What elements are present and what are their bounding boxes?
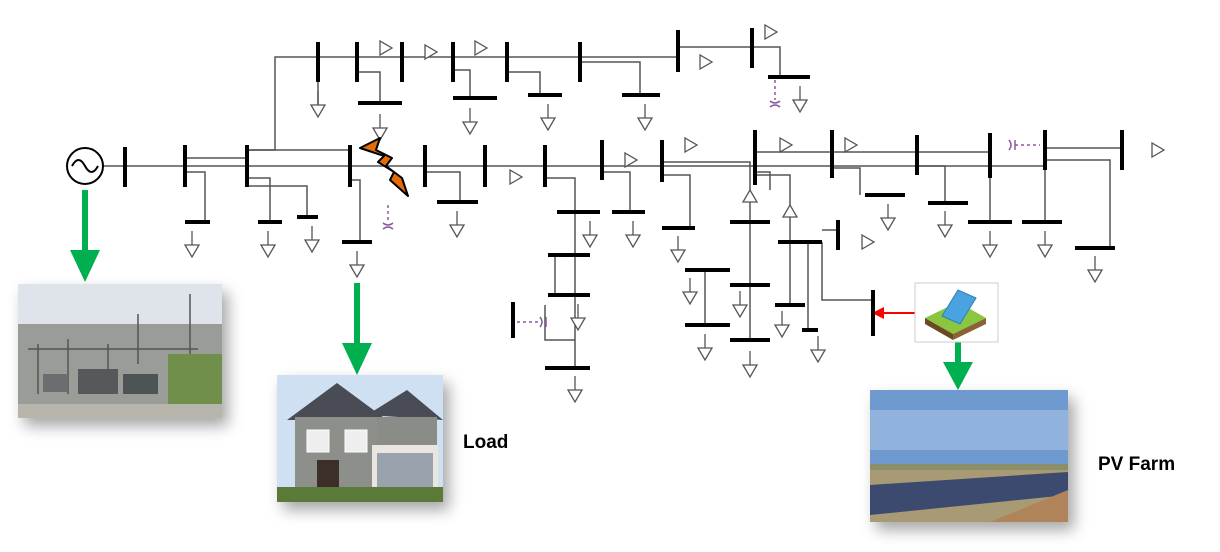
load-triangle-icon: [448, 224, 466, 239]
ac-generator-icon: [66, 147, 104, 185]
transmission-line: [832, 167, 861, 195]
load-triangle-icon: [741, 364, 759, 379]
load-triangle-icon: [474, 39, 489, 57]
transmission-line: [247, 56, 453, 151]
load-triangle-icon: [624, 151, 639, 169]
load-triangle-icon: [696, 347, 714, 362]
load-triangle-icon: [539, 117, 557, 132]
load-triangle-icon: [309, 104, 327, 119]
pv-farm-photo: [870, 390, 1068, 522]
transmission-line: [755, 171, 771, 190]
capacitor-icon: [539, 316, 547, 328]
load-label: Load: [463, 432, 509, 453]
load-triangle-icon: [509, 168, 524, 186]
transmission-line: [821, 242, 873, 301]
load-triangle-icon: [1151, 141, 1166, 159]
load-triangle-icon: [936, 224, 954, 239]
transmission-line: [602, 171, 631, 212]
capacitor-icon: [769, 100, 781, 108]
transmission-line: [247, 185, 308, 217]
load-triangle-icon: [371, 127, 389, 142]
load-triangle-icon: [681, 291, 699, 306]
pv-farm-label: PV Farm: [1098, 454, 1176, 475]
load-triangle-icon: [581, 234, 599, 249]
load-triangle-icon: [684, 136, 699, 154]
load-triangle-icon: [424, 43, 439, 61]
load-triangle-icon: [259, 244, 277, 259]
load-triangle-icon: [624, 234, 642, 249]
load-triangle-icon: [569, 317, 587, 332]
pv-arrow: [943, 342, 973, 390]
load-triangle-icon: [669, 249, 687, 264]
lightning-fault-icon: [359, 137, 409, 197]
transmission-line: [917, 165, 946, 203]
transmission-line: [350, 179, 361, 242]
load-triangle-icon: [699, 53, 714, 71]
transmission-line: [185, 171, 206, 222]
load-triangle-icon: [981, 244, 999, 259]
transmission-line: [755, 174, 791, 242]
load-triangle-icon: [741, 188, 759, 203]
load-triangle-icon: [303, 239, 321, 254]
load-triangle-icon: [764, 23, 779, 41]
capacitor-icon: [1008, 139, 1016, 151]
load-triangle-icon: [566, 389, 584, 404]
transmission-line: [247, 177, 271, 222]
generator-arrow: [70, 190, 100, 282]
load-triangle-icon: [861, 233, 876, 251]
transmission-line: [662, 174, 691, 228]
load-triangle-icon: [636, 117, 654, 132]
transmission-line: [545, 177, 576, 212]
house-photo: [277, 375, 443, 502]
load-triangle-icon: [844, 136, 859, 154]
transmission-line: [662, 161, 751, 225]
load-triangle-icon: [461, 121, 479, 136]
transmission-line: [453, 69, 471, 98]
substation-photo: [18, 284, 222, 418]
load-triangle-icon: [809, 349, 827, 364]
pv-injection-arrow: [872, 307, 915, 319]
capacitor-icon: [382, 222, 394, 230]
load-triangle-icon: [379, 39, 394, 57]
transmission-line: [1045, 159, 1111, 248]
load-triangle-icon: [731, 304, 749, 319]
load-triangle-icon: [779, 136, 794, 154]
load-triangle-icon: [183, 244, 201, 259]
solar-panel-icon: [914, 282, 999, 343]
load-triangle-icon: [781, 203, 799, 218]
load-triangle-icon: [1036, 244, 1054, 259]
transmission-line: [507, 71, 541, 95]
transmission-line: [425, 171, 461, 202]
transmission-line: [544, 305, 575, 341]
transmission-line: [453, 56, 581, 62]
load-triangle-icon: [773, 324, 791, 339]
load-triangle-icon: [348, 264, 366, 279]
load-triangle-icon: [791, 99, 809, 114]
load-arrow: [342, 283, 372, 375]
transmission-line: [580, 61, 641, 95]
transmission-line: [357, 71, 381, 103]
load-triangle-icon: [879, 217, 897, 232]
transmission-line: [752, 46, 781, 77]
load-triangle-icon: [1086, 269, 1104, 284]
